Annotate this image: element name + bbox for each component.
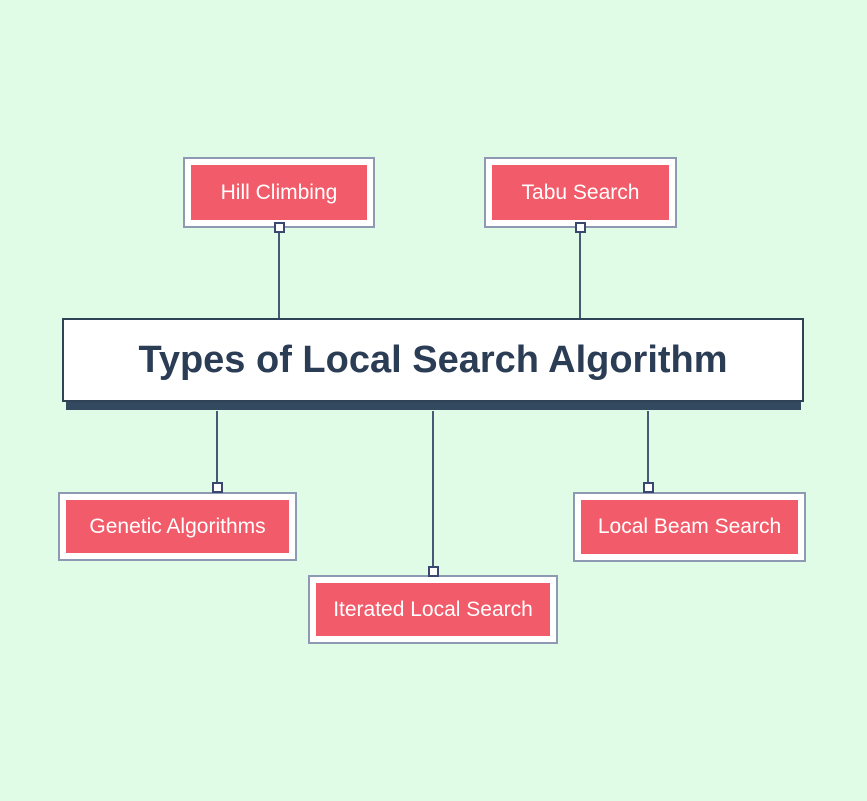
anchor-tabu-search — [575, 222, 586, 233]
diagram-title: Types of Local Search Algorithm — [138, 338, 728, 381]
root-node: Types of Local Search Algorithm — [62, 318, 804, 402]
anchor-local-beam-search — [643, 482, 654, 493]
connector-tabu-search — [579, 232, 581, 318]
node-iterated-local-search-label: Iterated Local Search — [316, 583, 550, 636]
anchor-genetic-algorithms — [212, 482, 223, 493]
node-tabu-search: Tabu Search — [484, 157, 677, 228]
node-genetic-algorithms-label: Genetic Algorithms — [66, 500, 289, 553]
anchor-iterated-local-search — [428, 566, 439, 577]
connector-genetic-algorithms — [216, 411, 218, 483]
anchor-hill-climbing — [274, 222, 285, 233]
node-hill-climbing-label: Hill Climbing — [191, 165, 367, 220]
node-local-beam-search-label: Local Beam Search — [581, 500, 798, 554]
node-iterated-local-search: Iterated Local Search — [308, 575, 558, 644]
root-node-underline — [66, 400, 801, 410]
connector-hill-climbing — [278, 232, 280, 318]
node-tabu-search-label: Tabu Search — [492, 165, 669, 220]
node-hill-climbing: Hill Climbing — [183, 157, 375, 228]
connector-local-beam-search — [647, 411, 649, 483]
connector-iterated-local-search — [432, 411, 434, 567]
node-local-beam-search: Local Beam Search — [573, 492, 806, 562]
node-genetic-algorithms: Genetic Algorithms — [58, 492, 297, 561]
